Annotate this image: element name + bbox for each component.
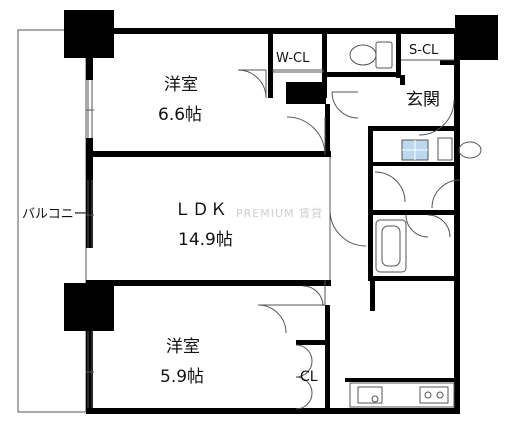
room-1-size: 6.6帖	[158, 105, 203, 125]
entrance-label: 玄関	[406, 90, 440, 110]
room-2-size: 5.9帖	[160, 367, 205, 387]
washroom-fixtures	[401, 137, 482, 161]
closet-lines	[272, 59, 454, 305]
watermark: PREMIUM 賃貸	[236, 207, 323, 220]
closet-label: CL	[300, 369, 318, 385]
windows	[86, 80, 94, 408]
ldk-name: ＬＤＫ	[174, 200, 228, 220]
room-2-name: 洋室	[166, 337, 200, 357]
shoe-closet-label: S-CL	[409, 43, 439, 58]
interior-walls	[86, 28, 460, 408]
walk-in-closet-label: W-CL	[276, 51, 310, 66]
kitchen	[349, 382, 455, 408]
balcony-label: バルコニー	[22, 207, 87, 222]
ldk-size: 14.9帖	[178, 230, 233, 250]
bathtub	[375, 219, 407, 273]
toilet-fixture	[349, 41, 393, 69]
room-1-name: 洋室	[164, 75, 198, 95]
doors	[237, 69, 461, 410]
